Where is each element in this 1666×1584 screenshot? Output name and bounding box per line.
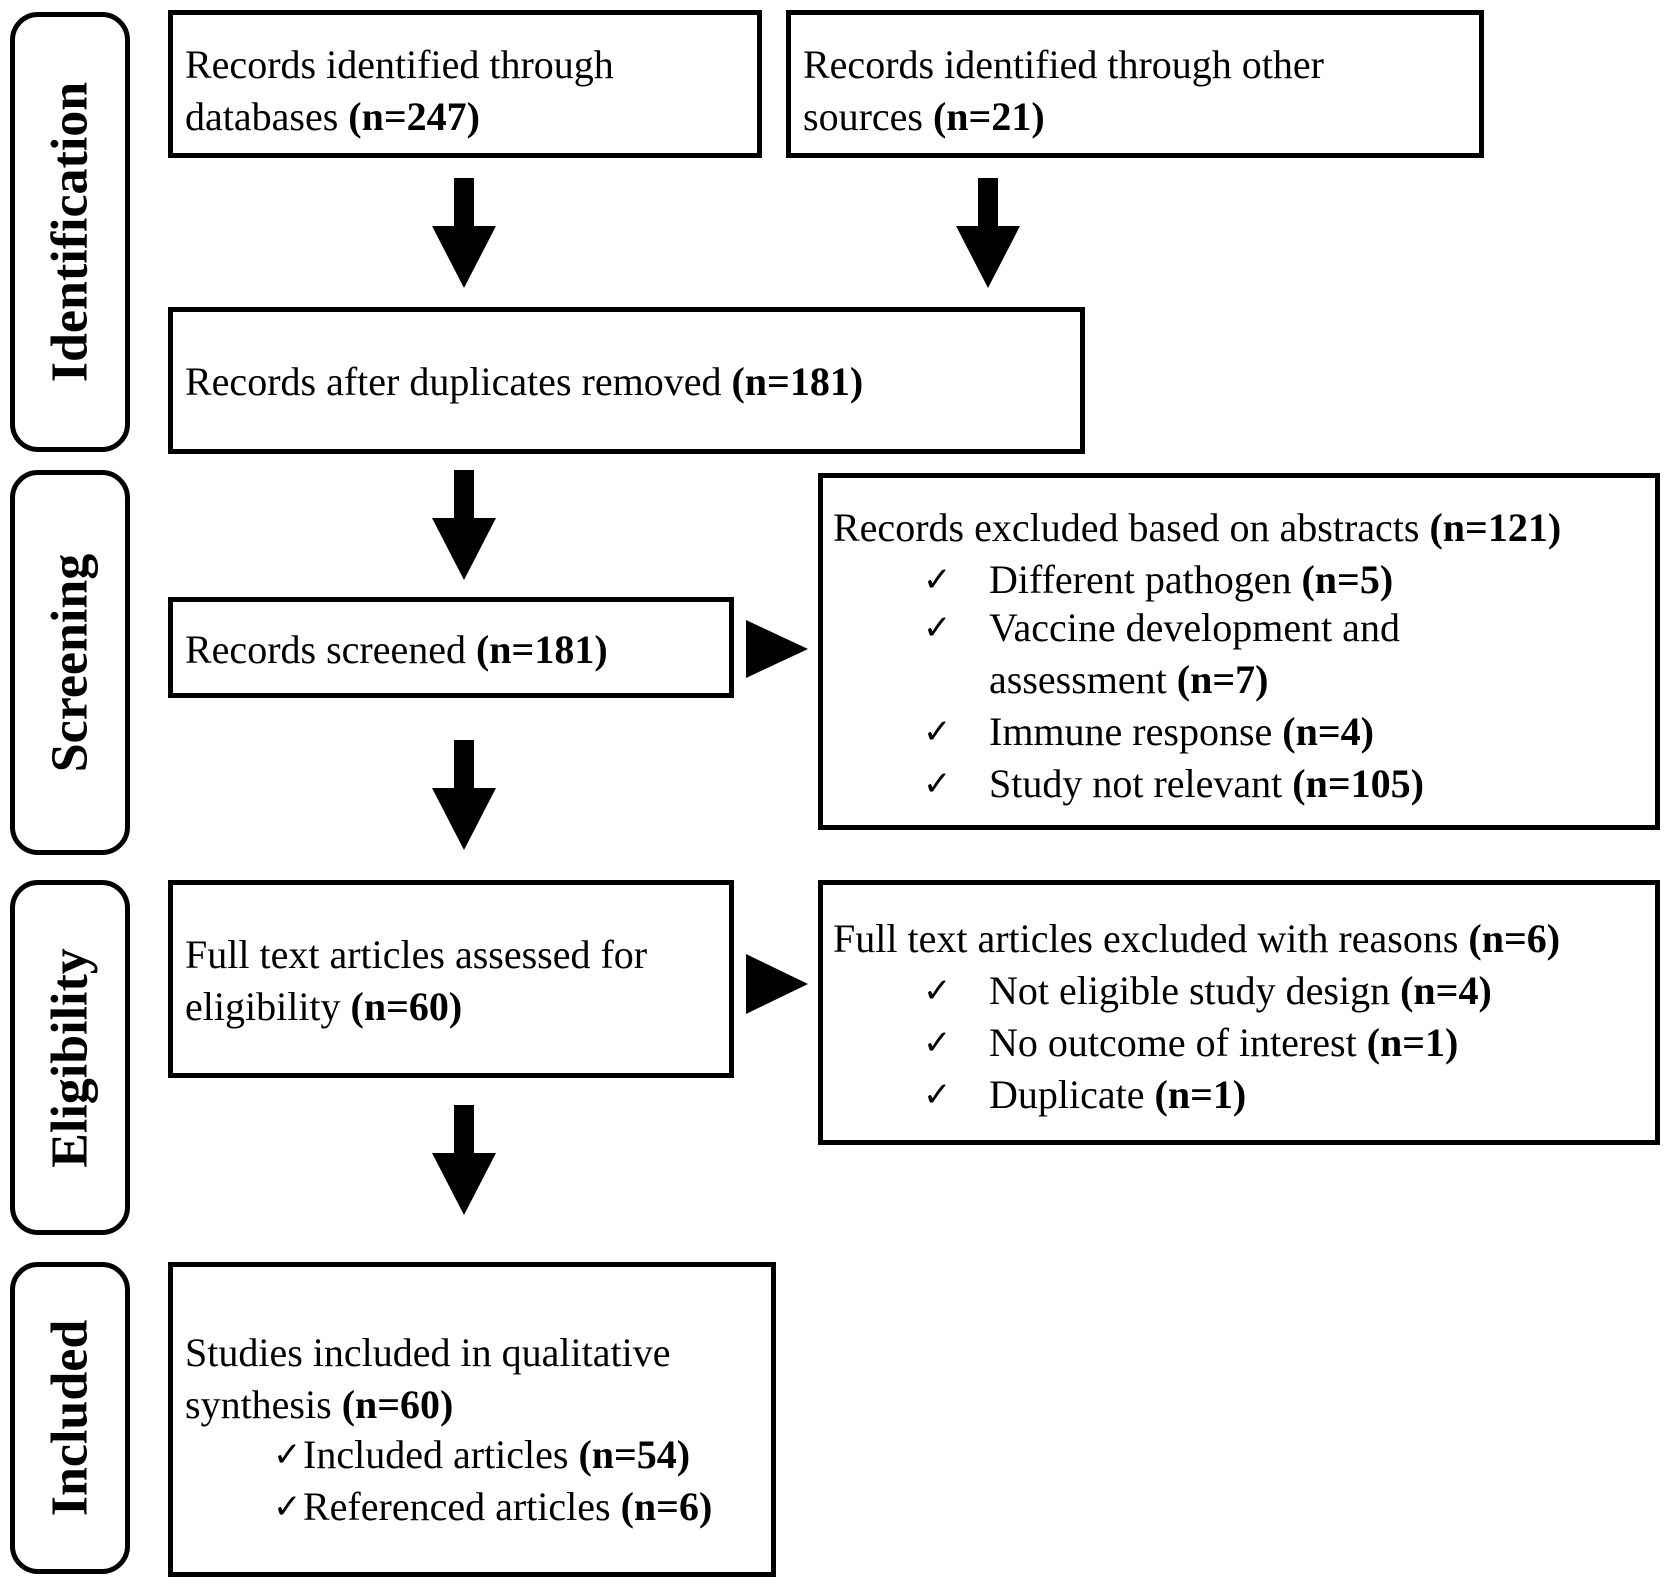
deduplicated-records-count: (n=181) (731, 359, 864, 404)
phase-identification: Identification (10, 12, 130, 452)
arrow-right-icon (746, 620, 808, 678)
checkmark-icon: ✓ (923, 712, 952, 752)
database-records-line1: Records identified through (185, 42, 614, 87)
other-sources-line2: sources (n=21) (803, 91, 1045, 143)
included-article-count: (n=6) (620, 1484, 713, 1529)
exclusion-reason-label: Study not relevant (989, 761, 1293, 806)
exclusion-reason-item: Immune response (n=4) (989, 706, 1374, 758)
checkmark-icon: ✓ (923, 1023, 952, 1063)
exclusion-reason-count: (n=105) (1292, 761, 1424, 806)
exclusion-reason-item: Duplicate (n=1) (989, 1069, 1246, 1121)
checkmark-icon: ✓ (923, 971, 952, 1011)
included-article-item: Referenced articles (n=6) (303, 1481, 712, 1533)
screened-records-count: (n=181) (475, 627, 608, 672)
other-sources-line1: Records identified through other (803, 42, 1324, 87)
included-article-label: Referenced articles (303, 1484, 621, 1529)
checkmark-icon: ✓ (923, 560, 952, 600)
exclusion-reason-label: No outcome of interest (989, 1020, 1367, 1065)
screened-records-text: Records screened (n=181) (185, 624, 608, 676)
included-article-count: (n=54) (578, 1432, 691, 1477)
exclusion-reason-label: assessment (989, 657, 1177, 702)
excluded-fulltext-label: Full text articles excluded with reasons (833, 916, 1469, 961)
arrow-down-icon (432, 470, 496, 580)
excluded-abstracts-label: Records excluded based on abstracts (833, 505, 1430, 550)
exclusion-reason-item: Different pathogen (n=5) (989, 554, 1393, 606)
deduplicated-records-text: Records after duplicates removed (n=181) (185, 356, 863, 408)
excluded-fulltext-count: (n=6) (1468, 916, 1561, 961)
exclusion-reason-count: (n=7) (1176, 657, 1269, 702)
included-studies-label: synthesis (185, 1382, 342, 1427)
excluded-abstracts-box: Records excluded based on abstracts (n=1… (818, 473, 1660, 830)
excluded-fulltext-title: Full text articles excluded with reasons… (833, 913, 1560, 965)
excluded-abstracts-title: Records excluded based on abstracts (n=1… (833, 502, 1561, 554)
database-records-count: (n=247) (348, 94, 480, 139)
fulltext-assessed-line2: eligibility (n=60) (185, 981, 462, 1033)
exclusion-reason-label: Duplicate (989, 1072, 1155, 1117)
included-studies-box: Studies included in qualitative synthesi… (168, 1262, 776, 1577)
exclusion-reason-item: Study not relevant (n=105) (989, 758, 1424, 810)
exclusion-reason-item: Not eligible study design (n=4) (989, 965, 1492, 1017)
arrow-down-icon (432, 1105, 496, 1215)
exclusion-reason-item-continued: assessment (n=7) (989, 654, 1268, 706)
checkmark-icon: ✓ (923, 764, 952, 804)
exclusion-reason-count: (n=4) (1282, 709, 1374, 754)
checkmark-icon: ✓ (273, 1435, 302, 1475)
exclusion-reason-label: Immune response (989, 709, 1283, 754)
exclusion-reason-label: Different pathogen (989, 557, 1302, 602)
phase-included: Included (10, 1262, 130, 1574)
included-article-item: Included articles (n=54) (303, 1429, 690, 1481)
checkmark-icon: ✓ (923, 1075, 952, 1115)
fulltext-assessed-box: Full text articles assessed for eligibil… (168, 880, 734, 1078)
phase-eligibility: Eligibility (10, 880, 130, 1235)
exclusion-reason-label: Not eligible study design (989, 968, 1401, 1013)
other-sources-label: sources (803, 94, 933, 139)
screened-records-label: Records screened (185, 627, 476, 672)
included-studies-line1: Studies included in qualitative (185, 1330, 671, 1375)
exclusion-reason-count: (n=4) (1400, 968, 1492, 1013)
exclusion-reason-count: (n=5) (1301, 557, 1394, 602)
exclusion-reason-count: (n=1) (1154, 1072, 1247, 1117)
checkmark-icon: ✓ (923, 608, 952, 648)
exclusion-reason-count: (n=1) (1366, 1020, 1459, 1065)
exclusion-reason-item: Vaccine development and (989, 605, 1400, 650)
arrow-right-icon (746, 954, 808, 1014)
database-records-label: databases (185, 94, 349, 139)
included-studies-count: (n=60) (341, 1382, 454, 1427)
included-article-label: Included articles (303, 1432, 579, 1477)
excluded-fulltext-box: Full text articles excluded with reasons… (818, 880, 1660, 1145)
fulltext-assessed-count: (n=60) (350, 984, 463, 1029)
included-studies-line2: synthesis (n=60) (185, 1379, 453, 1431)
excluded-abstracts-count: (n=121) (1429, 505, 1562, 550)
exclusion-reason-item: No outcome of interest (n=1) (989, 1017, 1458, 1069)
arrow-down-icon (432, 178, 496, 288)
other-sources-count: (n=21) (932, 94, 1045, 139)
deduplicated-records-box: Records after duplicates removed (n=181) (168, 307, 1085, 454)
database-records-box: Records identified through databases (n=… (168, 10, 762, 158)
screened-records-box: Records screened (n=181) (168, 597, 734, 698)
fulltext-assessed-label: eligibility (185, 984, 351, 1029)
other-sources-box: Records identified through other sources… (786, 10, 1484, 158)
deduplicated-records-label: Records after duplicates removed (185, 359, 732, 404)
arrow-down-icon (956, 178, 1020, 288)
phase-screening: Screening (10, 470, 130, 855)
checkmark-icon: ✓ (273, 1487, 302, 1527)
database-records-line2: databases (n=247) (185, 91, 480, 143)
arrow-down-icon (432, 740, 496, 850)
fulltext-assessed-line1: Full text articles assessed for (185, 932, 648, 977)
